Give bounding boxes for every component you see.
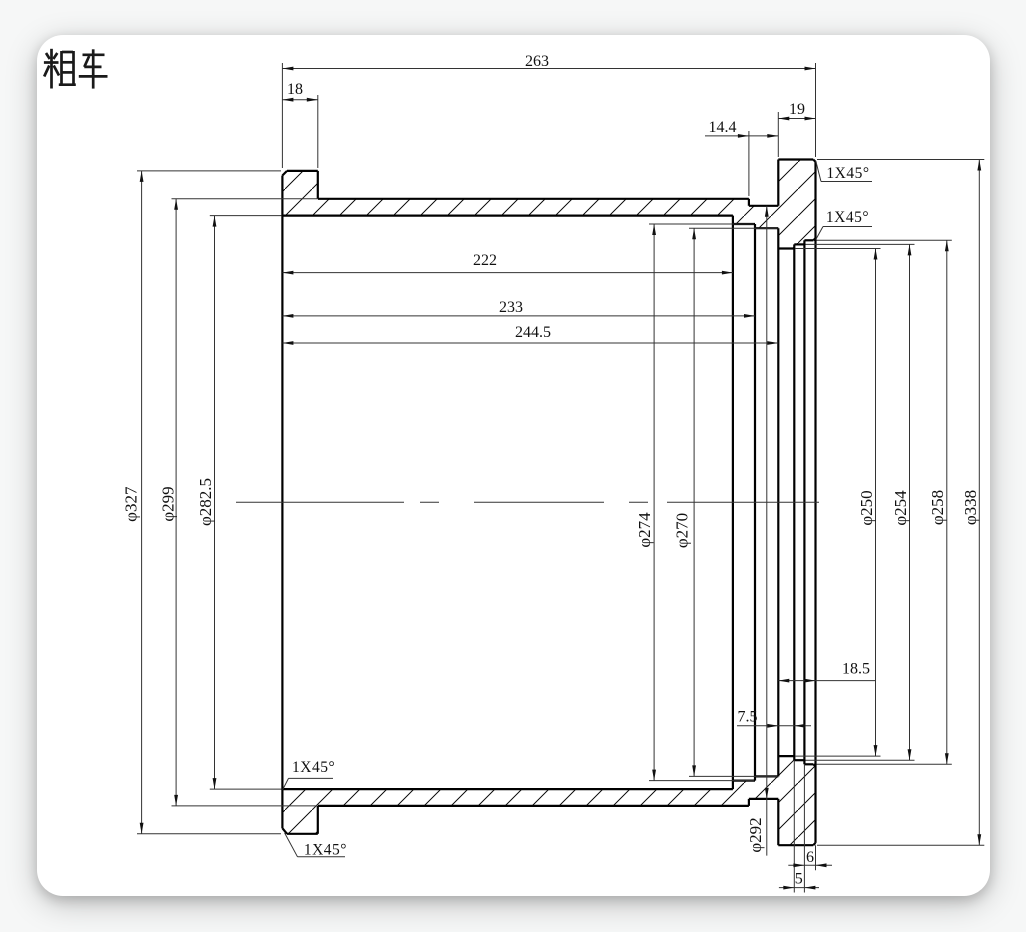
svg-text:263: 263 xyxy=(525,53,549,70)
svg-text:φ338: φ338 xyxy=(961,490,980,525)
svg-text:19: 19 xyxy=(789,101,805,118)
svg-text:φ282.5: φ282.5 xyxy=(196,478,215,526)
svg-text:1X45°: 1X45° xyxy=(826,165,869,182)
svg-text:5: 5 xyxy=(795,870,803,887)
svg-text:14.4: 14.4 xyxy=(709,119,737,136)
svg-text:φ274: φ274 xyxy=(635,512,654,548)
svg-text:1X45°: 1X45° xyxy=(826,209,869,226)
svg-text:φ299: φ299 xyxy=(158,486,177,521)
svg-text:222: 222 xyxy=(473,252,497,269)
svg-text:φ258: φ258 xyxy=(928,490,947,525)
svg-text:233: 233 xyxy=(499,299,523,316)
svg-text:7.5: 7.5 xyxy=(738,708,758,725)
svg-text:φ327: φ327 xyxy=(122,486,141,522)
svg-text:244.5: 244.5 xyxy=(515,324,551,341)
svg-text:φ254: φ254 xyxy=(891,490,910,526)
svg-text:φ270: φ270 xyxy=(673,513,692,548)
svg-text:φ292: φ292 xyxy=(746,817,765,852)
svg-text:1X45°: 1X45° xyxy=(304,841,347,858)
svg-text:18.5: 18.5 xyxy=(842,660,870,677)
svg-text:1X45°: 1X45° xyxy=(292,759,335,776)
svg-text:18: 18 xyxy=(287,81,303,98)
svg-text:φ250: φ250 xyxy=(857,490,876,525)
svg-text:6: 6 xyxy=(806,849,814,866)
